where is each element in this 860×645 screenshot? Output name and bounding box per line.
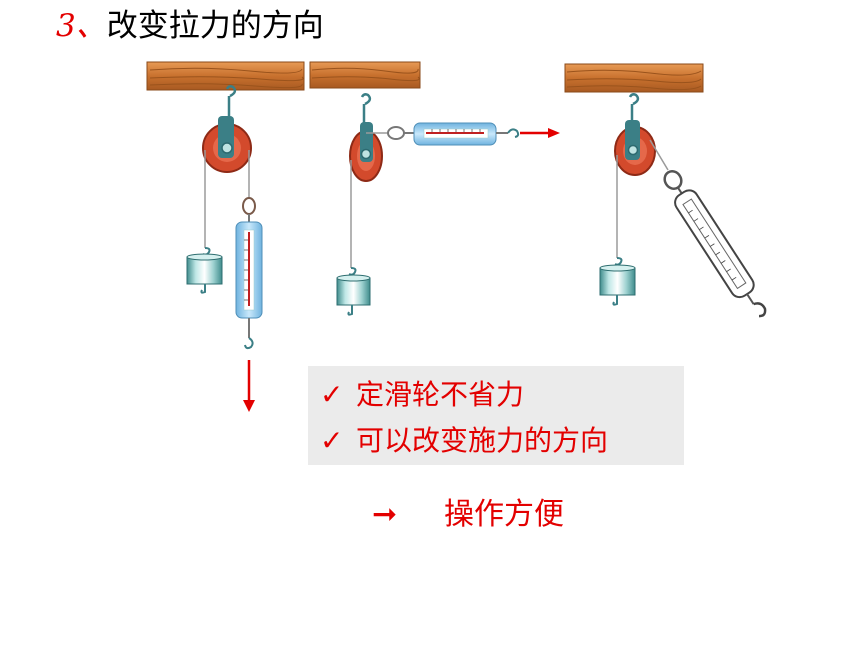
conclusion: ➞ 操作方便 — [372, 492, 564, 538]
check-icon: ✓ — [320, 378, 344, 411]
spring-scale-vertical — [235, 197, 263, 350]
fixed-pulley — [614, 120, 656, 176]
key-point-2: ✓ 可以改变施力的方向 — [320, 421, 608, 461]
ceiling-beam — [309, 61, 421, 89]
slide-title: 3、改变拉力的方向 — [56, 4, 324, 48]
ceiling-hook — [225, 85, 237, 98]
spring-scale-horizontal — [387, 122, 520, 146]
fixed-pulley — [349, 122, 383, 182]
rope-right — [649, 139, 669, 171]
hanging-weight — [336, 267, 371, 316]
arrow-right-icon: ➞ — [372, 497, 398, 532]
figure-pull-horizontal — [309, 61, 560, 316]
force-arrow-horizontal — [520, 128, 560, 138]
key-point-2-text: 可以改变施力的方向 — [356, 424, 609, 457]
figure-pull-down — [146, 61, 305, 412]
ceiling-beam — [564, 63, 704, 93]
ceiling-hook — [628, 93, 640, 106]
key-point-1-text: 定滑轮不省力 — [356, 378, 525, 411]
key-point-1: ✓ 定滑轮不省力 — [320, 375, 524, 415]
check-icon: ✓ — [320, 424, 344, 457]
force-arrow-down — [243, 360, 255, 412]
title-text: 改变拉力的方向 — [106, 8, 324, 44]
conclusion-text: 操作方便 — [444, 497, 564, 532]
title-number: 3、 — [56, 8, 107, 44]
hanging-weight — [186, 247, 223, 294]
key-points-panel: ✓ 定滑轮不省力 ✓ 可以改变施力的方向 — [308, 366, 684, 465]
ceiling-hook — [360, 93, 372, 106]
hanging-weight — [599, 257, 636, 306]
fixed-pulley — [202, 116, 252, 173]
ceiling-beam — [146, 61, 305, 91]
spring-scale-oblique — [663, 170, 767, 318]
figure-pull-oblique — [564, 63, 767, 318]
